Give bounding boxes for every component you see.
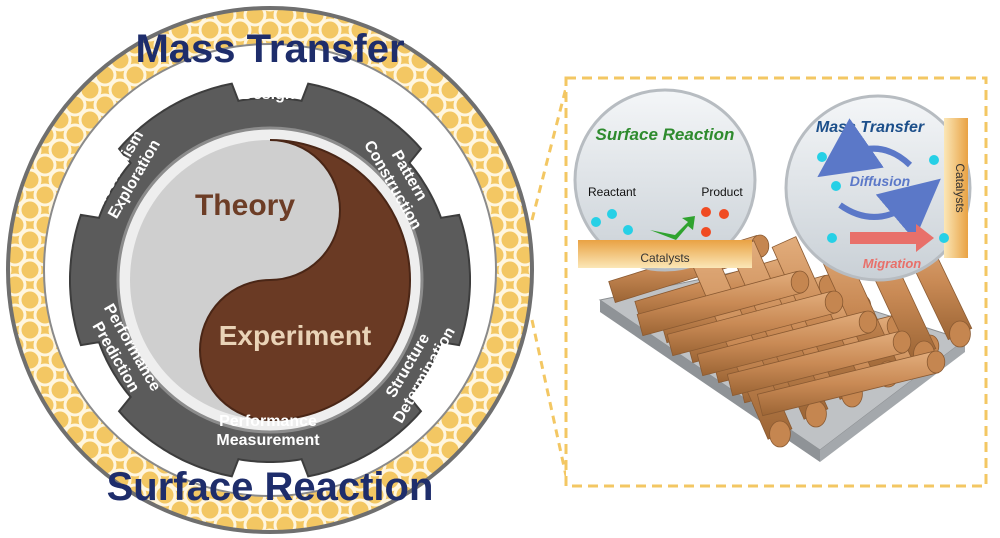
surface-reaction-title: Surface Reaction [596,125,735,144]
diffusing-particle [929,155,939,165]
experiment-label: Experiment [219,320,372,351]
product-particle [701,207,711,217]
detail-panel: Surface Reaction Reactant Product Cataly… [564,76,988,488]
diffusion-arrow-top [817,118,913,178]
theory-experiment-yinyang: Theory Experiment [130,139,411,422]
step-label-line: Performance [219,413,317,430]
catalyst-rod [696,310,878,377]
mass-catalyst-layer [944,118,968,258]
reactant-particle [607,209,617,219]
diffusing-particle [827,233,837,243]
step-label-line: Design [241,86,294,103]
surface-catalyst-layer [578,240,752,268]
diffusion-arrow-bottom [838,178,941,241]
surface-reaction-bubble: Surface Reaction Reactant Product Cataly… [573,88,757,272]
cycle-wheel: Mass Transfer Surface Reaction Theory Ex… [6,6,534,534]
mass-catalyst-label: Catalysts [953,163,967,212]
reactant-label: Reactant [588,185,637,199]
experiment-half [199,139,411,422]
step-label-line: Measurement [216,432,320,449]
diffusion-label: Diffusion [850,173,910,189]
migration-arrow-icon [850,224,934,252]
reactant-particle [623,225,633,235]
catalyst-rod [726,330,912,397]
outer-bottom-label: Surface Reaction [107,465,434,509]
bubble-outline [573,88,757,272]
reactant-particle [591,217,601,227]
zoom-connector [530,79,570,486]
reaction-arrow-icon [650,216,695,240]
product-label: Product [701,185,743,199]
surface-catalyst-label: Catalysts [640,251,689,265]
catalyst-rod-array [608,223,973,448]
product-particle [719,209,729,219]
product-particle [701,227,711,237]
theory-label: Theory [195,189,295,222]
step-label-line: Structure [232,67,303,84]
catalyst-rod [636,270,810,337]
migration-label: Migration [863,256,922,271]
diffusing-particle [939,233,949,243]
diffusing-particle [817,152,827,162]
catalyst-rod [666,290,844,357]
catalyst-rod [756,350,946,417]
mass-transfer-title: Mass Transfer [816,119,925,136]
outer-top-label: Mass Transfer [135,27,404,71]
diffusing-particle [831,181,841,191]
mass-transfer-bubble: Catalysts Mass Transfer Diffusion Migrat… [784,94,972,282]
